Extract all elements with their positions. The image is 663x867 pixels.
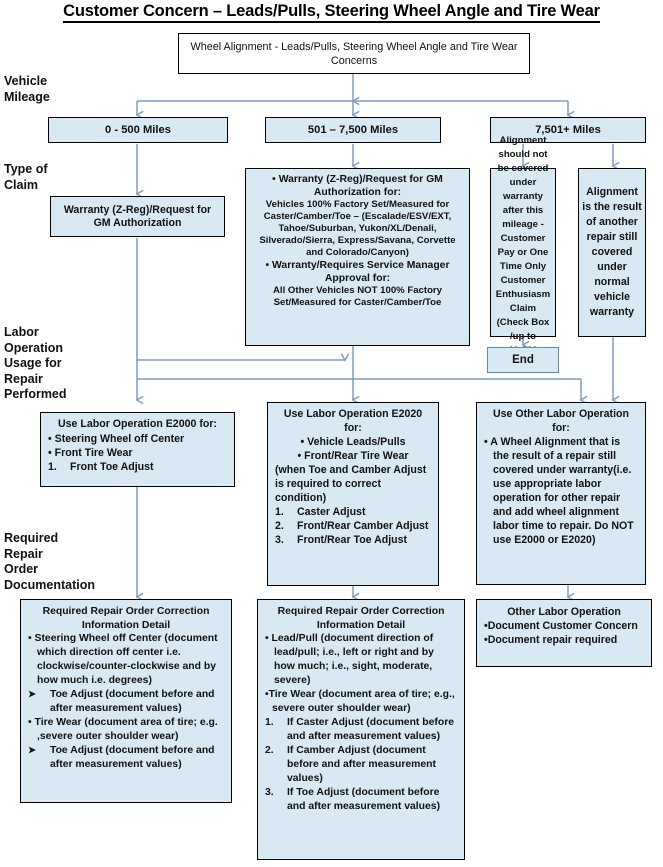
bullet-dot: • (28, 633, 35, 644)
node-labor-e2020-steps: Caster Adjust Front/Rear Camber Adjust F… (275, 505, 431, 547)
stage-label-type-of-claim: Type of Claim (4, 162, 48, 192)
node-labor-other-bullets: • A Wheel Alignment that is the result o… (484, 435, 638, 547)
page-title: Customer Concern – Leads/Pulls, Steering… (0, 2, 663, 23)
node-mileage-501-7500-text: 501 – 7,500 Miles (307, 123, 399, 136)
labor-e2000-bullet-0: Steering Wheel off Center (54, 432, 185, 445)
bullet-dot: • (300, 436, 308, 448)
node-labor-other[interactable]: Use Other Labor Operation for: • A Wheel… (476, 402, 646, 585)
doc-e2020-bullet-1: Lead/Pull (document direction of lead/pu… (271, 633, 434, 686)
node-mileage-0-500[interactable]: 0 - 500 Miles (48, 117, 228, 143)
node-doc-e2000-arrow-1-wrap: Toe Adjust (document before and after me… (28, 688, 224, 716)
bullet-dot: • (48, 432, 55, 445)
doc-e2000-bullet-1: Steering Wheel off Center (document whic… (34, 633, 218, 686)
stage-label-required-documentation: Required Repair Order Documentation (4, 531, 95, 592)
doc-other-bullet-0: Document Customer Concern (487, 620, 638, 632)
node-doc-e2020-bullet-1-wrap: • Lead/Pull (document direction of lead/… (265, 632, 457, 688)
doc-e2020-bullet-2: Tire Wear (document area of tire; e.g., … (268, 689, 455, 714)
node-claim-warranty-zreg[interactable]: Warranty (Z-Reg)/Request for GM Authoriz… (50, 196, 225, 237)
bullet-dot: • (48, 446, 55, 459)
claim-mid-bullet-2-text: Warranty/Requires Service Manager Approv… (272, 260, 450, 284)
node-doc-other[interactable]: Other Labor Operation •Document Customer… (476, 599, 652, 667)
node-doc-e2020-steps: If Caster Adjust (document before and af… (265, 716, 457, 814)
node-end[interactable]: End (487, 347, 559, 373)
node-doc-e2020-heading: Required Repair Order Correction Informa… (277, 606, 445, 631)
node-start[interactable]: Wheel Alignment - Leads/Pulls, Steering … (178, 33, 530, 74)
node-doc-e2000-bullet-1-wrap: • Steering Wheel off Center (document wh… (28, 632, 224, 688)
bullet-dot: • (484, 436, 491, 448)
node-mileage-7501-plus-text: 7,501+ Miles (535, 123, 601, 136)
node-doc-e2000-bullet-2-wrap: • Tire Wear (document area of tire; e.g.… (28, 716, 224, 744)
node-claim-warranty-zreg-text: Warranty (Z-Reg)/Request for GM Authoriz… (63, 203, 212, 229)
stage-label-labor-operation: Labor Operation Usage for Repair Perform… (4, 325, 67, 401)
node-labor-e2020-bullets: • Vehicle Leads/Pulls • Front/Rear Tire … (275, 435, 431, 463)
node-claim-warranty-detail[interactable]: • Warranty (Z-Reg)/Request for GM Author… (245, 168, 470, 346)
bullet-dot: • (265, 689, 269, 700)
doc-e2000-bullet-2: Tire Wear (document area of tire; e.g. ,… (34, 717, 218, 742)
labor-e2020-step-2: Front/Rear Toe Adjust (297, 534, 408, 546)
bullet-dot: • (484, 620, 488, 632)
node-doc-e2000[interactable]: Required Repair Order Correction Informa… (20, 599, 232, 803)
labor-e2020-bullet-0: Vehicle Leads/Pulls (307, 436, 406, 448)
labor-e2020-bullet-1: Front/Rear Tire Wear (304, 450, 409, 462)
bullet-dot: • (297, 450, 305, 462)
node-labor-e2000-bullets: • Steering Wheel off Center • Front Tire… (48, 432, 227, 460)
node-doc-e2020-bullet-2-wrap: •Tire Wear (document area of tire; e.g.,… (265, 688, 457, 716)
node-labor-e2000-steps: Front Toe Adjust (48, 460, 227, 474)
node-start-text: Wheel Alignment - Leads/Pulls, Steering … (190, 40, 518, 67)
claim-mid-bullet-2: • (265, 260, 273, 272)
node-claim-warranty-detail-list: • Warranty (Z-Reg)/Request for GM Author… (252, 174, 463, 199)
labor-e2020-step-0: Caster Adjust (297, 506, 366, 518)
node-labor-other-heading: Use Other Labor Operation for: (493, 408, 629, 434)
node-claim-not-covered-text: Alignment should not be covered under wa… (495, 134, 551, 370)
stage-label-vehicle-mileage: Vehicle Mileage (4, 74, 50, 104)
node-doc-e2000-arrow-2-wrap: Toe Adjust (document before and after me… (28, 744, 224, 772)
claim-mid-detail-1: Vehicles 100% Factory Set/Measured for C… (259, 199, 456, 259)
claim-mid-detail-2: All Other Vehicles NOT 100% Factory Set/… (272, 285, 443, 309)
doc-e2000-arrow-1: Toe Adjust (document before and after me… (28, 688, 224, 716)
doc-e2020-step-1: If Camber Adjust (document before and af… (287, 745, 436, 784)
node-labor-e2020-heading: Use Labor Operation E2020 for: (283, 408, 423, 434)
labor-other-bullet-0: A Wheel Alignment that is the result of … (490, 436, 634, 546)
node-claim-result-of-repair-text: Alignment is the result of another repai… (582, 186, 642, 318)
doc-other-bullet-1: Document repair required (487, 634, 618, 646)
node-claim-not-covered[interactable]: Alignment should not be covered under wa… (490, 135, 556, 370)
node-end-text: End (512, 353, 534, 366)
node-doc-e2020[interactable]: Required Repair Order Correction Informa… (257, 599, 465, 860)
claim-mid-bullet-1-text: Warranty (Z-Reg)/Request for GM Authoriz… (278, 174, 443, 198)
node-doc-other-heading: Other Labor Operation (507, 606, 621, 618)
bullet-dot: • (28, 717, 35, 728)
node-doc-e2000-heading: Required Repair Order Correction Informa… (42, 606, 210, 631)
doc-e2000-arrow-2: Toe Adjust (document before and after me… (28, 744, 224, 772)
node-mileage-7501-plus[interactable]: 7,501+ Miles (490, 117, 646, 143)
bullet-dot: • (265, 633, 272, 644)
node-mileage-0-500-text: 0 - 500 Miles (105, 123, 171, 136)
doc-e2020-step-0: If Caster Adjust (document before and af… (287, 717, 455, 742)
node-labor-e2020[interactable]: Use Labor Operation E2020 for: • Vehicle… (267, 402, 439, 586)
node-claim-approval-list: • Warranty/Requires Service Manager Appr… (252, 260, 463, 285)
bullet-dot: • (484, 634, 488, 646)
node-labor-e2000-heading: Use Labor Operation E2000 for: (58, 418, 217, 430)
node-doc-other-bullets: •Document Customer Concern •Document rep… (484, 619, 644, 647)
doc-e2020-step-2: If Toe Adjust (document before and after… (287, 787, 441, 812)
labor-e2000-bullet-1: Front Tire Wear (54, 446, 133, 459)
node-labor-e2020-note: (when Toe and Camber Adjust is required … (275, 464, 427, 504)
claim-mid-bullet-1: • (272, 174, 279, 185)
node-labor-e2000[interactable]: Use Labor Operation E2000 for: • Steerin… (40, 412, 235, 487)
labor-e2000-step-0: Front Toe Adjust (70, 460, 154, 473)
node-mileage-501-7500[interactable]: 501 – 7,500 Miles (265, 117, 441, 143)
page-title-text: Customer Concern – Leads/Pulls, Steering… (63, 2, 600, 23)
node-claim-result-of-repair[interactable]: Alignment is the result of another repai… (578, 168, 646, 337)
labor-e2020-step-1: Front/Rear Camber Adjust (297, 520, 429, 532)
